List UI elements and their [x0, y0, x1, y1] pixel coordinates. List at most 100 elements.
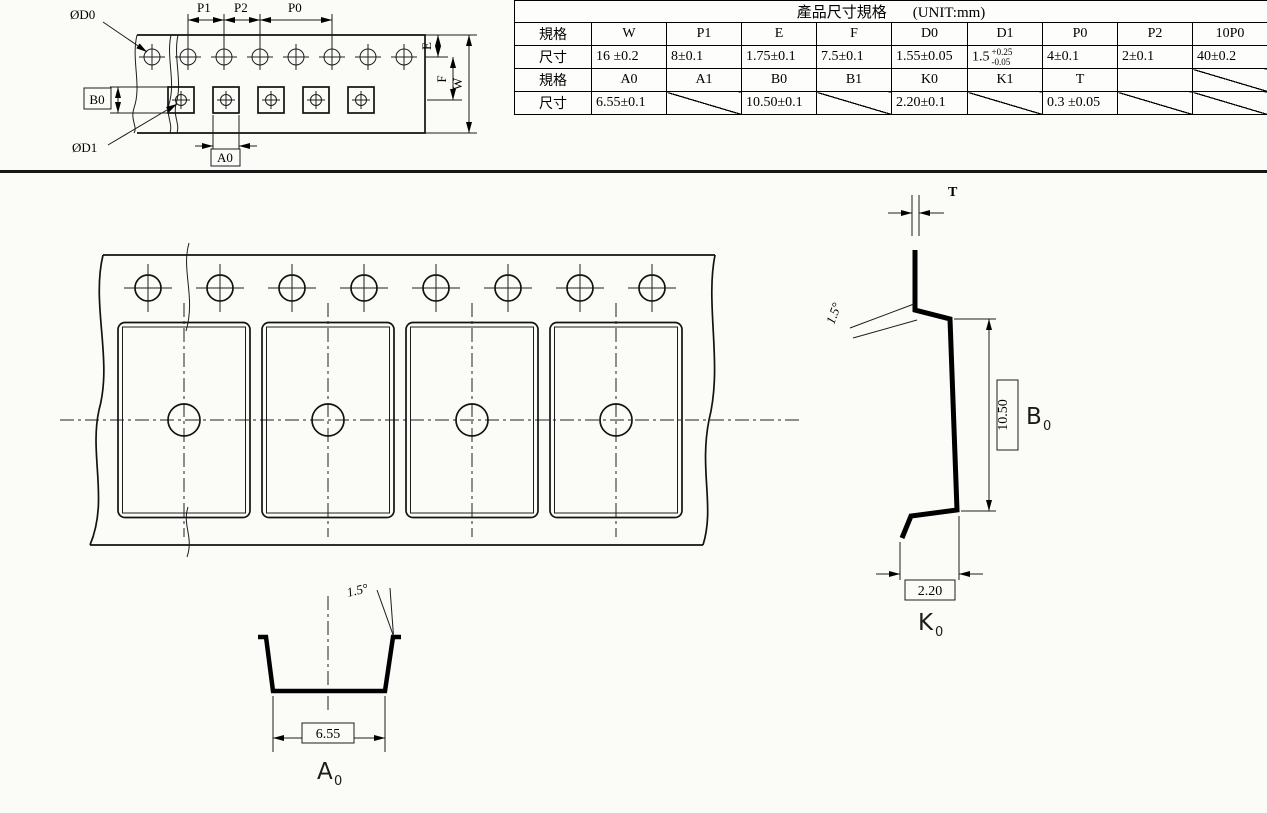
header-f: F — [816, 22, 892, 46]
a0-dimension — [272, 696, 386, 752]
e-dim-label: E — [419, 42, 434, 50]
tape-main-drawing — [60, 242, 803, 558]
p0-dim-label: P0 — [288, 0, 302, 15]
a0-label: A — [317, 759, 333, 785]
header-a0: A0 — [591, 68, 667, 92]
header-k1: K1 — [967, 68, 1043, 92]
value-p2: 2±0.1 — [1117, 45, 1193, 69]
tape-left-break — [89, 254, 105, 546]
d1-tol-minus: -0.05 — [991, 57, 1011, 67]
d0-leader-line — [102, 21, 148, 53]
sprocket-hole — [138, 43, 166, 71]
section-divider — [0, 170, 1267, 173]
break-mark-top — [185, 242, 191, 332]
d1-leader-line — [107, 103, 178, 146]
value-k0: 2.20±0.1 — [891, 91, 968, 115]
spec-value-row-1: 尺寸 16 ±0.2 8±0.1 1.75±0.1 7.5±0.1 1.55±0… — [514, 45, 1267, 69]
header-d0: D0 — [891, 22, 968, 46]
row-label-spec-2: 規格 — [514, 68, 592, 92]
spec-header-row-2: 規格 A0 A1 B0 B1 K0 K1 T — [514, 68, 1267, 92]
d0-dim-label: ØD0 — [70, 7, 95, 22]
d1-tol-plus: +0.25 — [991, 46, 1013, 57]
spec-value-row-2: 尺寸 6.55±0.1 10.50±0.1 2.20±0.1 0.3 ±0.05 — [514, 91, 1267, 115]
t-dimension — [888, 195, 944, 236]
sprocket-hole — [354, 43, 382, 71]
sprocket-hole — [555, 263, 605, 313]
tape-profile — [899, 250, 960, 539]
sprocket-hole — [627, 263, 677, 313]
sprocket-hole — [267, 263, 317, 313]
value-k1-na — [967, 91, 1043, 115]
header-na — [1192, 68, 1267, 92]
strip-outline — [137, 34, 426, 134]
value-a0: 6.55±0.1 — [591, 91, 667, 115]
pocket-draft-angle-label: 1.5° — [345, 580, 369, 600]
a0-dim-value: 6.55 — [316, 727, 341, 742]
value-t: 0.3 ±0.05 — [1042, 91, 1118, 115]
value-d0: 1.55±0.05 — [891, 45, 968, 69]
value-d1: 1.5+0.25-0.05 — [967, 45, 1043, 69]
pocket — [212, 86, 240, 114]
b0-label: B — [1026, 404, 1042, 430]
w-dim-label: W — [450, 77, 465, 90]
side-draft-angle-label: 1.5° — [823, 301, 844, 326]
table-unit: (UNIT:mm) — [912, 5, 986, 21]
header-p0: P0 — [1042, 22, 1118, 46]
sprocket-hole — [195, 263, 245, 313]
sprocket-hole — [282, 43, 310, 71]
value-b0: 10.50±0.1 — [741, 91, 817, 115]
value-na-2 — [1192, 91, 1267, 115]
tape-right-break — [702, 254, 716, 546]
pocket-section-view: 1.5° 6.55 A 0 — [258, 580, 401, 789]
table-title: 產品尺寸規格 — [796, 5, 887, 21]
b0-dimension — [954, 318, 1019, 512]
a0-dimension — [195, 115, 257, 167]
row-label-dim-2: 尺寸 — [514, 91, 592, 115]
header-b0: B0 — [741, 68, 817, 92]
value-p1: 8±0.1 — [666, 45, 742, 69]
strip-sketch: P1 P2 P0 ØD0 B0 ØD1 A0 — [70, 0, 477, 167]
k0-dim-value: 2.20 — [918, 584, 943, 599]
sprocket-hole — [123, 263, 173, 313]
d1-base: 1.5 — [972, 49, 990, 65]
sprocket-hole-row — [138, 43, 418, 71]
header-k0: K0 — [891, 68, 968, 92]
k0-label: K — [918, 610, 934, 636]
value-w: 16 ±0.2 — [591, 45, 667, 69]
header-10p0: 10P0 — [1192, 22, 1267, 46]
strip-left-break — [132, 34, 138, 134]
a0-dim-label: A0 — [217, 150, 233, 165]
sprocket-hole-row — [123, 263, 677, 313]
p2-dim-label: P2 — [234, 0, 248, 15]
value-na-1 — [1117, 91, 1193, 115]
pocket-profile — [258, 634, 401, 694]
sprocket-hole — [411, 263, 461, 313]
header-b1: B1 — [816, 68, 892, 92]
sprocket-hole — [390, 43, 418, 71]
break-line-2 — [174, 34, 180, 134]
side-section-view: T 1.5° 10.50 B 0 2.20 K 0 — [823, 185, 1052, 640]
right-dimensions — [425, 34, 477, 134]
b0-dim-label: B0 — [89, 92, 104, 107]
value-f: 7.5±0.1 — [816, 45, 892, 69]
header-e: E — [741, 22, 817, 46]
break-line-1 — [167, 34, 173, 134]
b0-label-sub: 0 — [1043, 419, 1051, 434]
break-mark-bottom — [185, 506, 190, 558]
header-p1: P1 — [666, 22, 742, 46]
pocket — [167, 86, 195, 114]
spec-header-row-1: 規格 W P1 E F D0 D1 P0 P2 10P0 — [514, 22, 1267, 46]
value-e: 1.75±0.1 — [741, 45, 817, 69]
header-d1: D1 — [967, 22, 1043, 46]
value-b1-na — [816, 91, 892, 115]
a0-label-sub: 0 — [334, 774, 342, 789]
row-label-spec-1: 規格 — [514, 22, 592, 46]
header-t: T — [1042, 68, 1118, 92]
sprocket-hole — [483, 263, 533, 313]
header-a1: A1 — [666, 68, 742, 92]
value-10p0: 40±0.2 — [1192, 45, 1267, 69]
value-a1-na — [666, 91, 742, 115]
t-dim-label: T — [948, 185, 958, 200]
draft-angle-leaders — [376, 587, 394, 637]
